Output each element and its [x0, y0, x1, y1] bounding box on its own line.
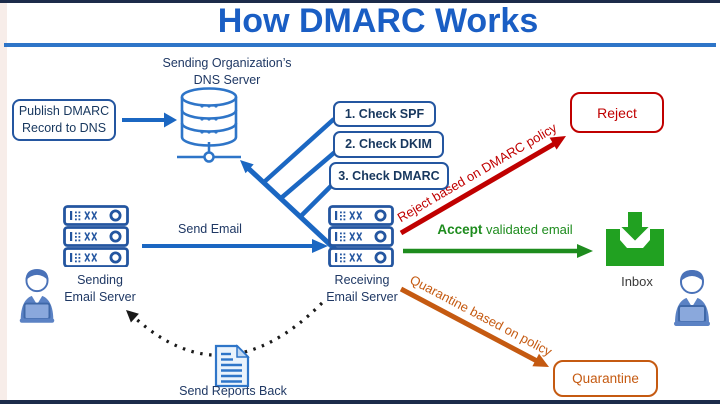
report-document-icon	[214, 344, 250, 388]
send-reports-label: Send Reports Back	[179, 384, 287, 398]
sending-server-icon	[63, 205, 129, 267]
sending-server-label: Sending Email Server	[64, 273, 136, 304]
quarantine-path-label: Quarantine based on policy	[407, 271, 555, 360]
recipient-user-icon	[674, 270, 710, 326]
inbox-icon	[606, 210, 664, 266]
send-email-label: Send Email	[178, 222, 242, 236]
inbox-label: Inbox	[621, 274, 653, 289]
receiving-server-label: Receiving Email Server	[326, 273, 398, 304]
left-edge-strip	[0, 0, 7, 404]
quarantine-arrow	[399, 286, 549, 367]
accept-path-label: Accept validated email	[437, 222, 573, 237]
quarantine-outcome-box: Quarantine	[553, 360, 658, 397]
send-email-arrow	[142, 239, 328, 253]
page-title: How DMARC Works	[217, 2, 539, 40]
publish-dmarc-box: Publish DMARC Record to DNS	[12, 99, 116, 141]
reject-outcome-box: Reject	[570, 92, 664, 133]
check-dkim-box: 2. Check DKIM	[333, 131, 444, 158]
check-dmarc-box: 3. Check DMARC	[329, 162, 449, 190]
title-underline	[4, 43, 716, 47]
dns-query-arrow	[240, 160, 340, 254]
dns-database-icon	[177, 87, 241, 163]
sender-user-icon	[19, 269, 55, 323]
check-spf-box: 1. Check SPF	[333, 101, 436, 127]
accept-arrow	[403, 244, 593, 258]
receiving-server-icon	[328, 205, 394, 267]
dns-server-label: Sending Organization’s DNS Server	[162, 56, 292, 87]
check-branch-lines	[261, 117, 337, 219]
bottom-edge-bar	[0, 400, 720, 404]
top-edge-bar	[0, 0, 720, 3]
